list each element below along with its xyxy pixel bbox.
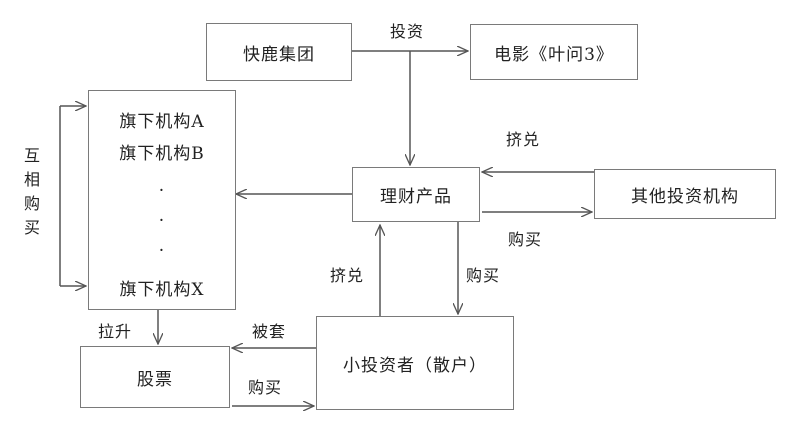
edge-label-invest: 投资 [390,22,425,41]
subsidiary-ellipsis-dot: · [158,241,166,261]
mutual-char: 互 [23,146,40,165]
subsidiary-ellipsis-dot: · [158,211,166,231]
node-subsidiaries: 旗下机构A 旗下机构B · · · 旗下机构X [88,90,236,310]
node-small-label: 小投资者（散户） [343,355,487,376]
mutual-char: 相 [23,170,40,189]
edge-label-squeeze-top: 挤兑 [506,130,541,149]
node-stock: 股票 [80,346,230,408]
edge-label-raise: 拉升 [98,322,133,341]
node-licai: 理财产品 [352,167,480,222]
edge-label-buy-right: 购买 [508,230,543,249]
node-other-label: 其他投资机构 [631,186,739,207]
mutual-char: 购 [23,194,40,213]
edge-label-trapped: 被套 [252,322,287,341]
subsidiary-b: 旗下机构B [119,144,205,164]
subsidiary-ellipsis-dot: · [158,181,166,201]
edge-label-squeeze-mid: 挤兑 [330,266,365,285]
node-licai-label: 理财产品 [380,187,452,207]
node-kuailu-label: 快鹿集团 [243,44,315,65]
node-small-investors: 小投资者（散户） [316,316,514,410]
mutual-char: 买 [23,218,40,237]
node-stock-label: 股票 [137,369,173,390]
node-movie-label: 电影《叶问3》 [494,44,614,65]
node-kuailu-group: 快鹿集团 [206,23,352,81]
node-movie: 电影《叶问3》 [470,24,638,80]
node-other-institutions: 其他投资机构 [594,169,776,219]
edge-label-buy-mid: 购买 [466,266,501,285]
edge-label-buy-bottom: 购买 [248,378,283,397]
subsidiary-x: 旗下机构X [119,280,205,300]
edge-label-mutual: 互 相 购 买 [22,144,42,240]
subsidiary-a: 旗下机构A [119,112,205,132]
